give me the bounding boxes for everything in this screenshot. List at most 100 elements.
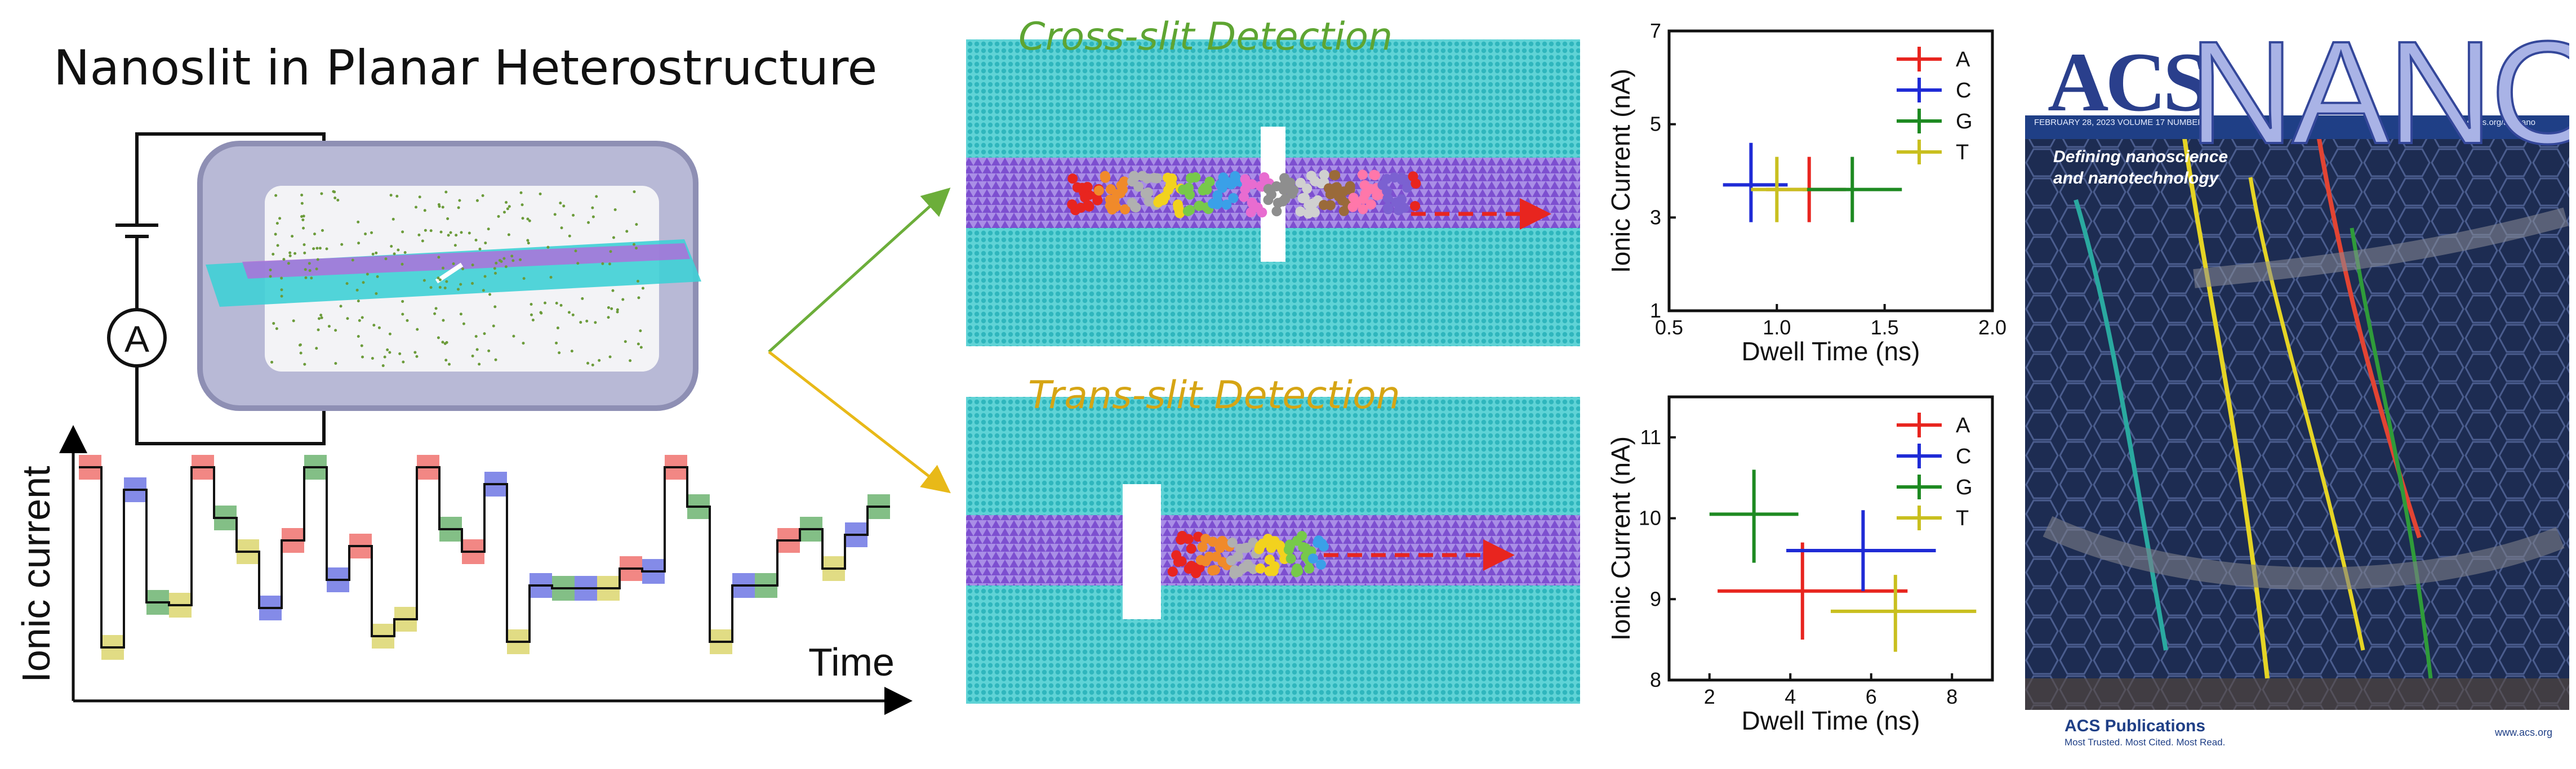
- water-molecule: [460, 231, 463, 234]
- dna-bead: [1204, 551, 1214, 562]
- cover-publisher: ACS Publications: [2065, 717, 2206, 735]
- water-molecule: [384, 257, 388, 261]
- water-molecule: [504, 265, 508, 269]
- water-molecule: [574, 249, 577, 253]
- water-molecule: [276, 244, 279, 247]
- water-molecule: [327, 325, 331, 328]
- dna-bead: [1271, 206, 1282, 217]
- water-molecule: [299, 351, 302, 355]
- water-molecule: [475, 199, 479, 202]
- water-molecule: [526, 239, 530, 242]
- water-molecule: [389, 194, 393, 197]
- water-molecule: [531, 319, 535, 322]
- water-molecule: [591, 215, 595, 218]
- water-molecule: [292, 319, 295, 323]
- water-molecule: [560, 226, 563, 230]
- water-molecule: [633, 190, 636, 194]
- legend-label-C: C: [1956, 79, 1971, 102]
- x-tick-label: 4: [1785, 685, 1796, 708]
- cover-url-top: pubs.acs.org/acsnano: [2453, 118, 2535, 127]
- water-molecule: [269, 269, 272, 272]
- water-molecule: [370, 231, 373, 234]
- cover-date-band: FEBRUARY 28, 2023 VOLUME 17 NUMBER 4 pub…: [2025, 115, 2569, 139]
- water-molecule: [301, 218, 305, 222]
- cover-publisher-tagline: Most Trusted. Most Cited. Most Read.: [2065, 737, 2226, 748]
- dna-bead: [1240, 184, 1251, 195]
- water-molecule: [357, 334, 360, 338]
- cover-date-line: FEBRUARY 28, 2023 VOLUME 17 NUMBER 4: [2034, 118, 2211, 127]
- water-molecule: [437, 256, 441, 259]
- water-molecule: [358, 319, 361, 322]
- water-molecule: [591, 206, 594, 209]
- journal-cover: FEBRUARY 28, 2023 VOLUME 17 NUMBER 4 pub…: [2025, 31, 2569, 757]
- dna-bead: [1092, 195, 1103, 205]
- dna-bead: [1372, 190, 1382, 201]
- water-molecule: [272, 253, 275, 256]
- dna-bead: [1233, 551, 1244, 562]
- water-molecule: [494, 358, 497, 361]
- water-molecule: [280, 288, 283, 292]
- water-molecule: [475, 348, 479, 351]
- water-molecule: [539, 311, 542, 314]
- water-molecule: [418, 195, 421, 199]
- chart-frame: [1667, 395, 1994, 682]
- water-molecule: [612, 236, 615, 239]
- water-molecule: [519, 258, 522, 261]
- water-molecule: [444, 359, 448, 362]
- water-molecule: [511, 259, 515, 262]
- dna-bead: [1131, 202, 1141, 213]
- water-molecule: [445, 280, 448, 283]
- water-molecule: [333, 190, 336, 194]
- dna-bead: [1118, 184, 1128, 195]
- water-molecule: [459, 283, 462, 286]
- dna-bead: [1383, 203, 1394, 213]
- water-molecule: [274, 194, 278, 197]
- water-molecule: [416, 328, 419, 331]
- water-molecule: [502, 257, 506, 260]
- water-molecule: [315, 267, 318, 271]
- dna-bead: [1299, 193, 1310, 203]
- dna-bead: [1345, 181, 1355, 191]
- water-molecule: [478, 247, 482, 251]
- water-molecule: [497, 214, 500, 218]
- water-molecule: [624, 340, 627, 343]
- cross-slit-title: Cross-slit Detection: [1018, 15, 1392, 59]
- dna-bead: [1172, 199, 1183, 210]
- water-molecule: [275, 327, 278, 330]
- water-molecule: [415, 355, 419, 358]
- legend-label-A: A: [1956, 48, 1970, 71]
- water-molecule: [616, 308, 619, 311]
- water-molecule: [315, 347, 318, 350]
- x-tick-label: 1.0: [1763, 316, 1791, 339]
- water-molecule: [492, 324, 495, 328]
- dna-bead: [1197, 542, 1208, 552]
- water-molecule: [381, 364, 385, 368]
- water-molecule: [502, 211, 506, 214]
- water-molecule: [457, 206, 460, 209]
- dna-bead: [1120, 204, 1131, 214]
- water-molecule: [383, 355, 386, 359]
- dna-bead: [1399, 203, 1409, 213]
- water-molecule: [520, 203, 524, 207]
- dna-bead: [1230, 173, 1241, 184]
- water-molecule: [487, 349, 491, 352]
- chart-frame: [1667, 29, 1994, 312]
- water-molecule: [438, 205, 441, 208]
- water-molecule: [493, 271, 497, 275]
- water-molecule: [616, 310, 619, 314]
- water-molecule: [471, 263, 474, 267]
- dna-bead: [1287, 189, 1297, 199]
- water-molecule: [434, 307, 438, 310]
- water-molecule: [607, 316, 610, 319]
- water-molecule: [461, 267, 465, 271]
- water-molecule: [455, 234, 458, 237]
- water-molecule: [395, 195, 399, 198]
- dna-bead: [1316, 178, 1327, 189]
- water-molecule: [438, 285, 442, 289]
- water-molecule: [444, 190, 448, 194]
- water-molecule: [429, 286, 433, 289]
- water-molecule: [361, 316, 364, 319]
- dna-bead: [1309, 207, 1320, 218]
- water-molecule: [453, 244, 457, 247]
- dna-bead: [1110, 202, 1121, 212]
